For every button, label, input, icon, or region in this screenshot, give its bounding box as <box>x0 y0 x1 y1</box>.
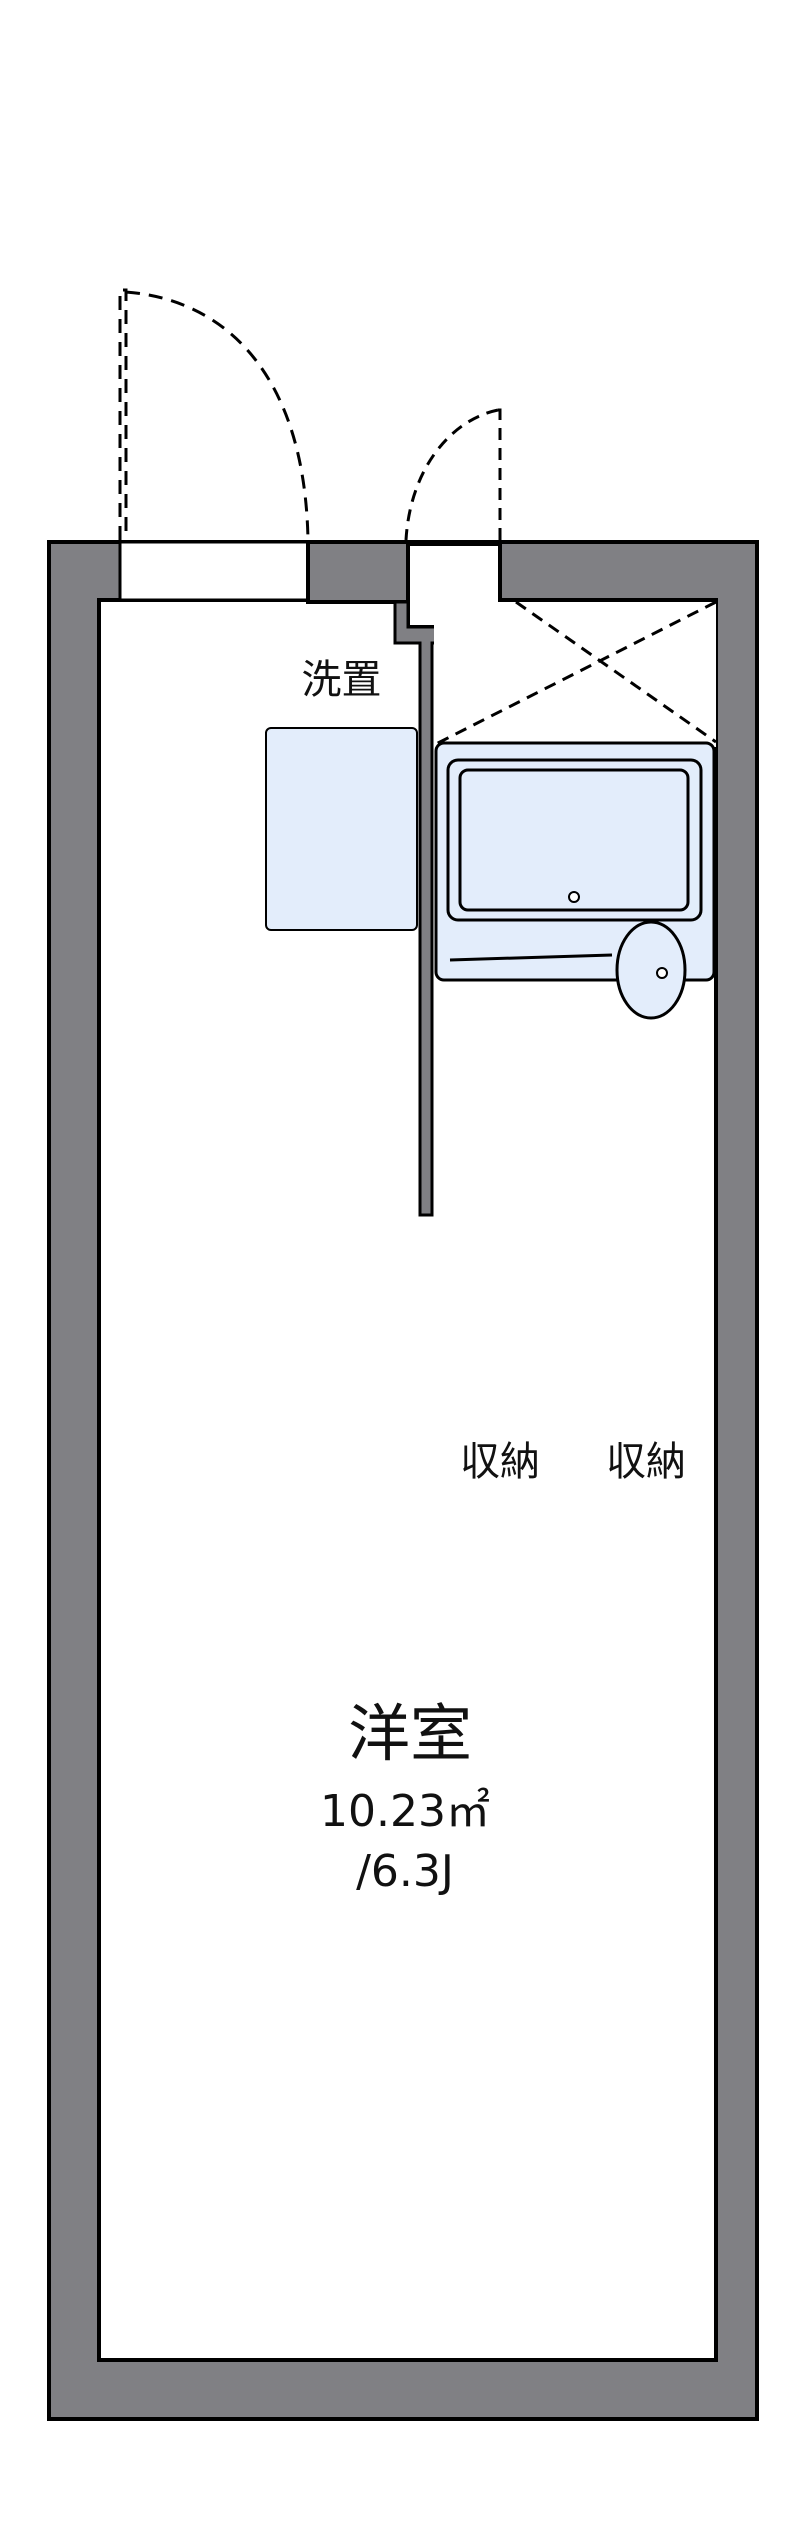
storage-left-label: 収納 <box>460 1439 540 1485</box>
bathtub-unit <box>434 741 716 1020</box>
storage-right-label: 収納 <box>606 1439 686 1485</box>
washer-label: 洗置 <box>301 657 382 703</box>
bath-door-swing <box>404 408 502 541</box>
entrance-door-gap <box>118 540 310 602</box>
entrance-door-swing <box>118 288 310 541</box>
western-room-jo: /6.3J <box>356 1846 454 1897</box>
bath-area-dashed-x <box>433 600 717 747</box>
western-room-label: 洋室 <box>347 1697 472 1770</box>
western-room-area: 10.23㎡ <box>320 1786 490 1837</box>
outer-walls <box>47 540 759 2421</box>
washer-area <box>265 727 418 931</box>
wall-block <box>306 540 410 604</box>
